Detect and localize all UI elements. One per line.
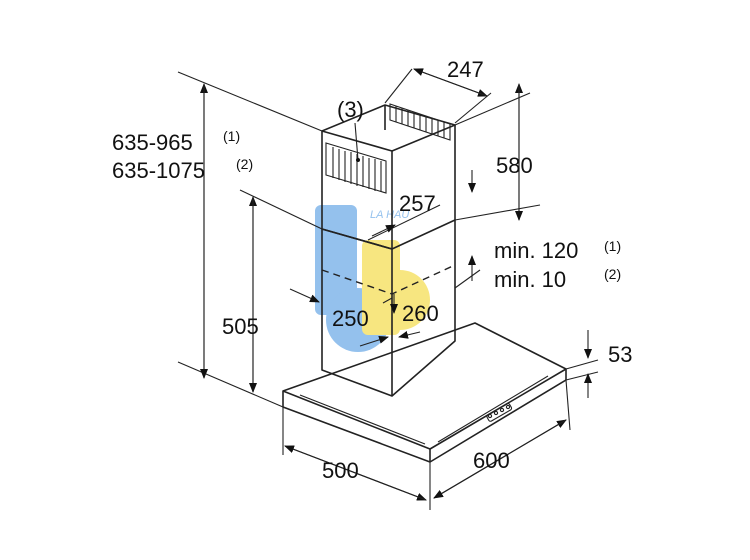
- lower-height-label: 505: [222, 314, 259, 339]
- height-range-2-label: 635-1075: [112, 158, 205, 183]
- height-range-2-note: (2): [236, 156, 253, 172]
- duct-width-dimension: [289, 288, 393, 304]
- min-overlap-dimension: [454, 170, 481, 289]
- min-10-note: (2): [604, 266, 621, 282]
- height-range-1-note: (1): [223, 128, 240, 144]
- chimney-width-label: 247: [447, 57, 484, 82]
- overall-height-dimension: [177, 71, 323, 408]
- height-range-1-label: 635-965: [112, 130, 193, 155]
- lower-height-dimension: [239, 189, 323, 393]
- canopy: [282, 322, 567, 463]
- canopy-height-dimension: [565, 330, 599, 398]
- chimney-upper-height-label: 580: [496, 153, 533, 178]
- part-callout-label: (3): [337, 97, 364, 122]
- chimney-width-dimension: [384, 68, 492, 124]
- upper-height-dimension: [454, 83, 541, 221]
- hood-width-dimension: [433, 379, 571, 499]
- canopy-height-label: 53: [608, 342, 632, 367]
- duct-depth-label: 260: [402, 301, 439, 326]
- min-120-label: min. 120: [494, 238, 578, 263]
- hood-depth-dimension: [282, 407, 431, 510]
- vent-grille-front: [325, 142, 387, 194]
- min-10-label: min. 10: [494, 267, 566, 292]
- part-callout: [354, 122, 360, 162]
- hood-width-label: 600: [473, 448, 510, 473]
- control-panel: [486, 403, 513, 422]
- chimney-top-depth-label: 257: [399, 191, 436, 216]
- duct-depth-dimension: [359, 294, 421, 347]
- watermark-text: LA HAU: [370, 209, 409, 221]
- min-120-note: (1): [604, 238, 621, 254]
- duct-width-label: 250: [332, 306, 369, 331]
- watermark-logo: LA HAU: [315, 205, 430, 352]
- hood-depth-label: 500: [322, 458, 359, 483]
- duct-outline: [321, 264, 456, 295]
- top-depth-dimension: [367, 204, 441, 241]
- vent-grille-back: [389, 103, 451, 141]
